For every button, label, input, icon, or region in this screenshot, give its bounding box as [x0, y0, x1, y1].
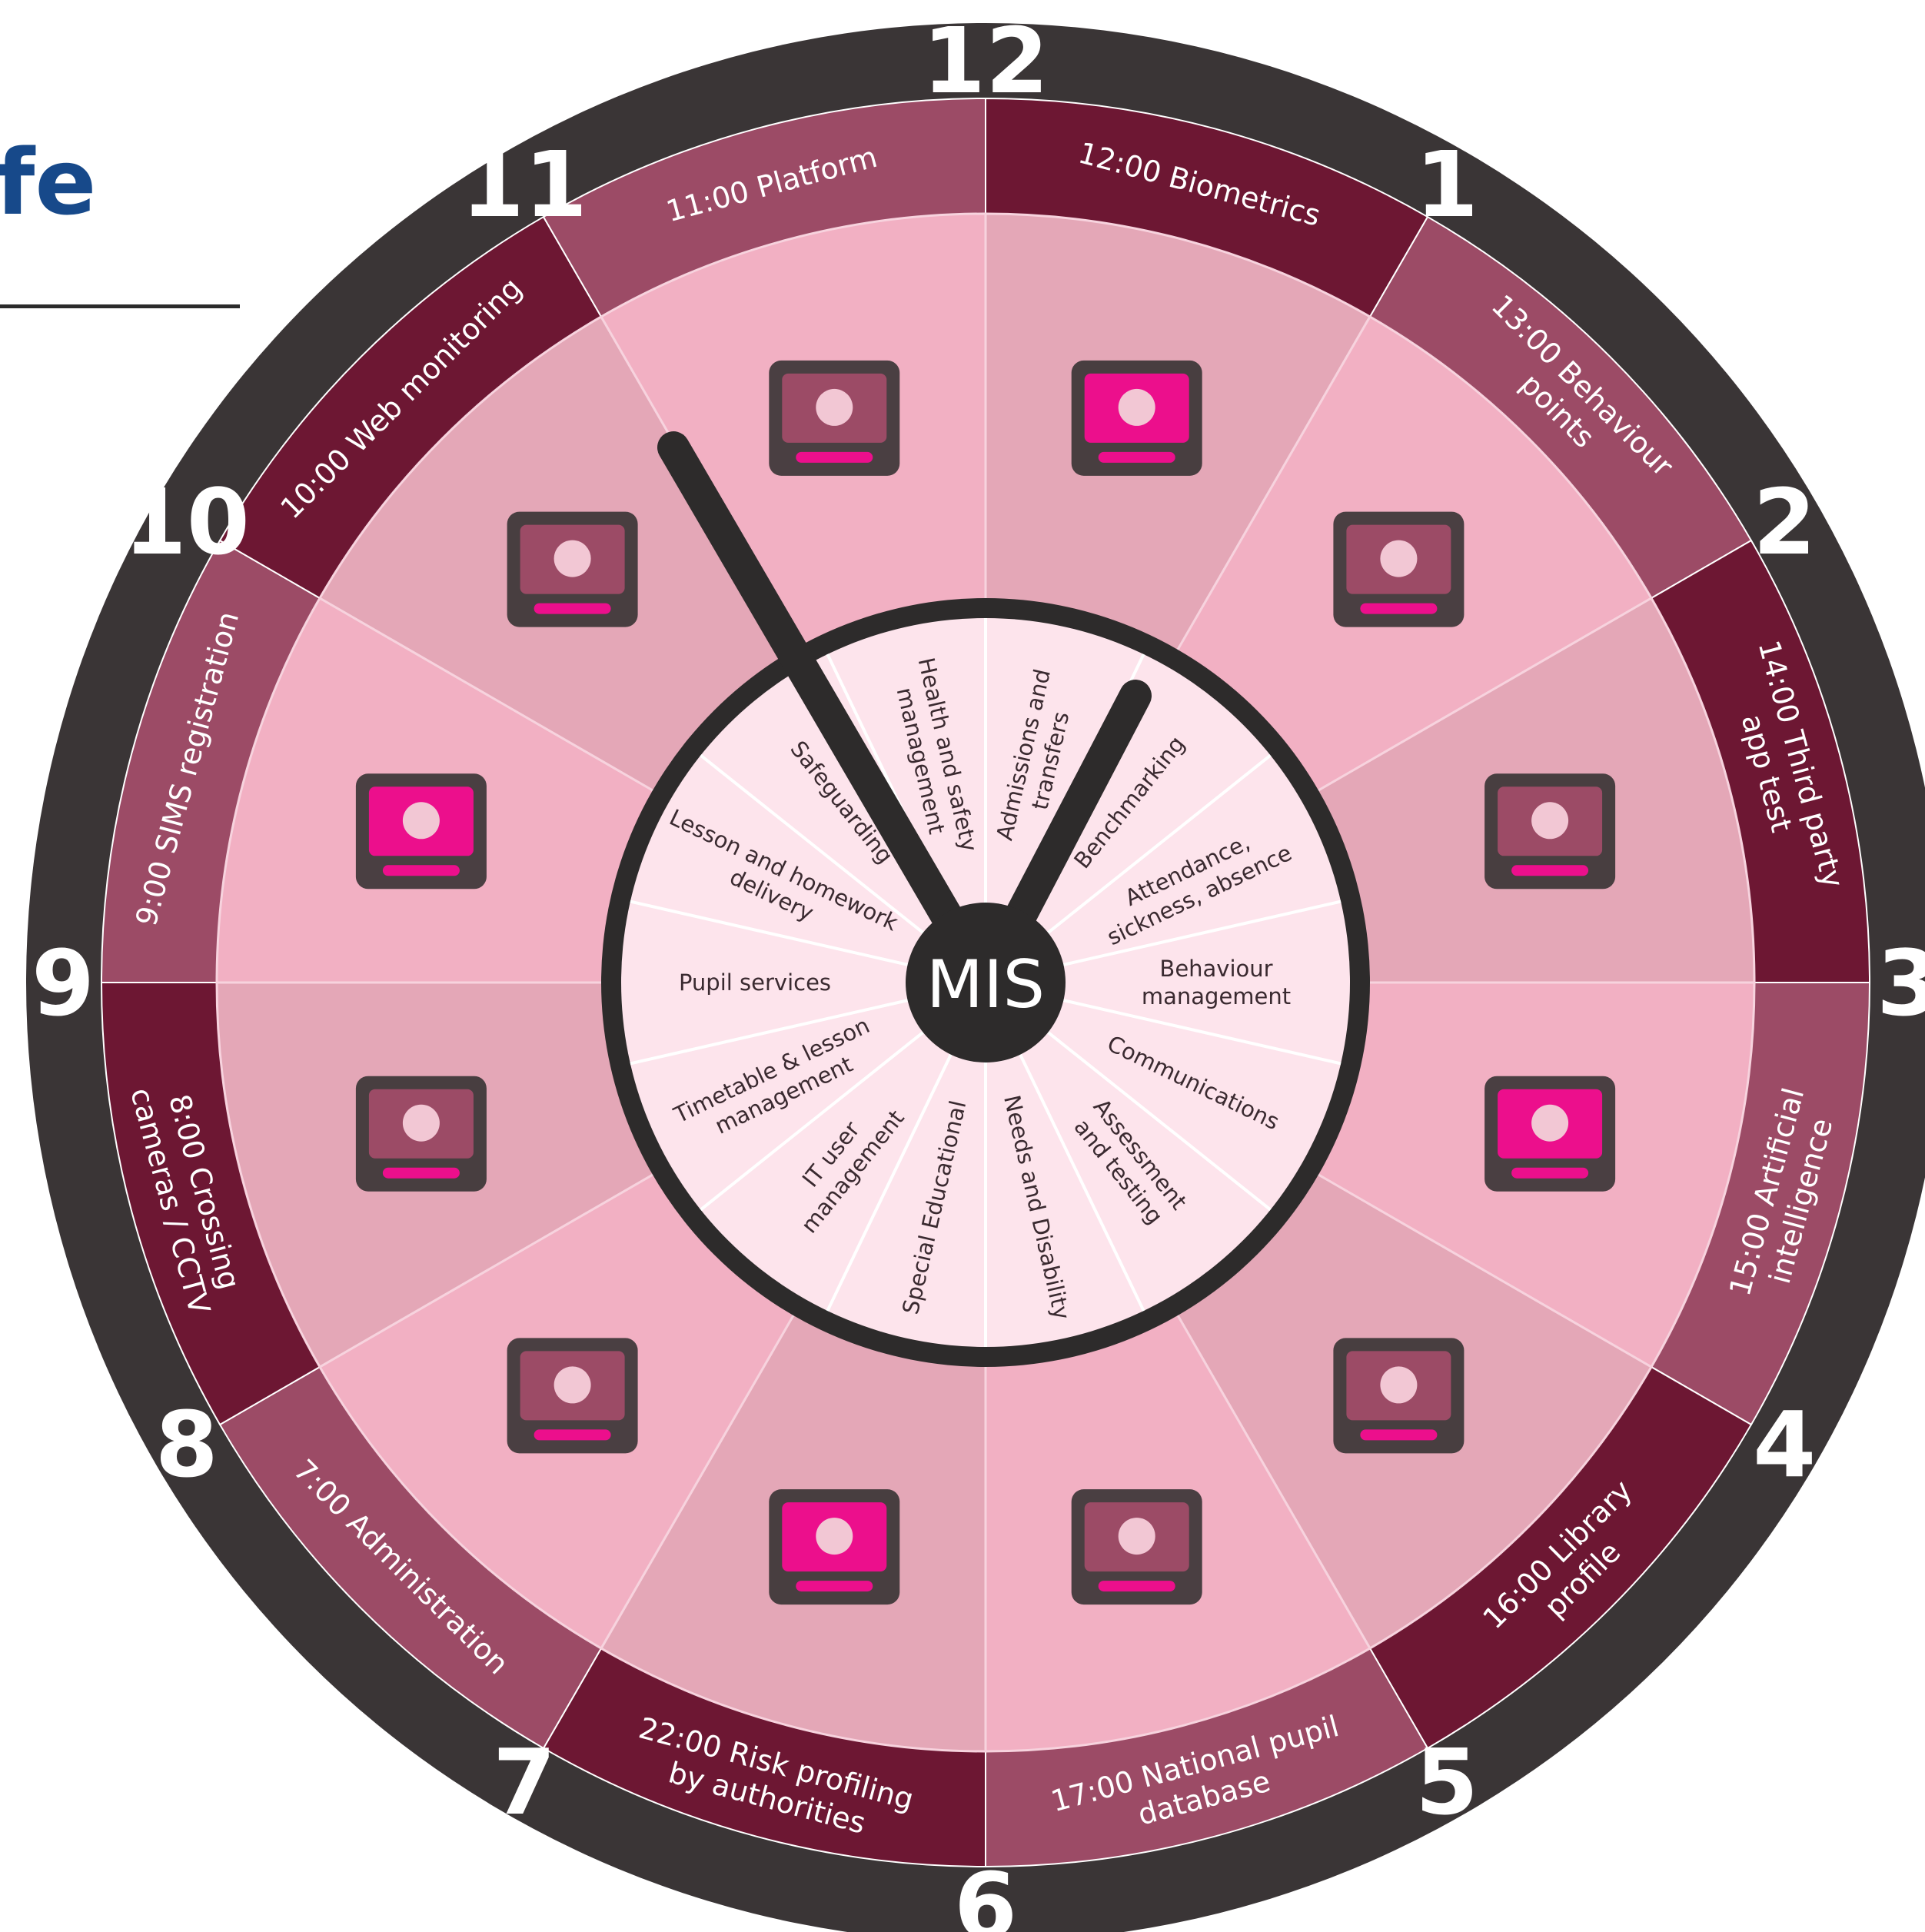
hub-spoke	[1062, 899, 1342, 966]
phone-message-icon	[507, 1338, 638, 1454]
category-label-line: Behaviour	[1159, 956, 1272, 982]
hour-1: 1	[1415, 131, 1478, 238]
hub-spoke	[826, 1053, 953, 1312]
hour-10: 10	[124, 469, 250, 575]
laptop-profile-icon	[355, 773, 487, 890]
page-title: fe	[0, 129, 97, 235]
title-divider	[0, 304, 240, 308]
crossing-guard-camera-icon	[355, 1076, 487, 1192]
risk-profile-icon	[769, 1489, 900, 1605]
hour-6: 6	[954, 1853, 1017, 1932]
hub-spoke	[1047, 753, 1272, 934]
hub-spoke	[630, 899, 909, 966]
hub-spoke	[1047, 1031, 1272, 1212]
hub-spoke	[700, 753, 924, 934]
school-crown-icon	[1071, 1489, 1202, 1605]
hour-7: 7	[493, 1729, 556, 1835]
mis-center-label: MIS	[926, 946, 1045, 1023]
phone-app-icon	[1484, 773, 1616, 890]
hub-spoke	[1019, 1053, 1145, 1312]
segment-icons	[355, 360, 1616, 1605]
library-books-icon	[1333, 1338, 1465, 1454]
hour-4: 4	[1753, 1392, 1816, 1498]
student-laptop-icon	[769, 360, 900, 476]
fingerprint-scanner-icon	[1071, 360, 1202, 476]
category-label-line: Pupil services	[679, 969, 831, 996]
hour-9: 9	[32, 930, 95, 1036]
hour-2: 2	[1753, 469, 1816, 575]
hour-5: 5	[1415, 1729, 1478, 1835]
hub-spokes	[630, 618, 1342, 1347]
category-10: Pupil services	[679, 969, 831, 996]
clock-hand-minute	[657, 431, 1002, 999]
hub-spoke	[700, 1031, 924, 1212]
hub-spoke	[630, 999, 909, 1066]
category-label-line: management	[1142, 983, 1291, 1009]
hour-11: 11	[461, 131, 587, 238]
mis-center	[906, 903, 1066, 1062]
hour-12: 12	[923, 8, 1049, 114]
hour-8: 8	[155, 1392, 218, 1498]
mood-monitor-icon	[1333, 511, 1465, 627]
hub-spoke	[1062, 999, 1342, 1066]
hour-3: 3	[1877, 930, 1925, 1036]
magnifier-browser-icon	[507, 511, 638, 627]
video-grid-icon	[1484, 1076, 1616, 1192]
